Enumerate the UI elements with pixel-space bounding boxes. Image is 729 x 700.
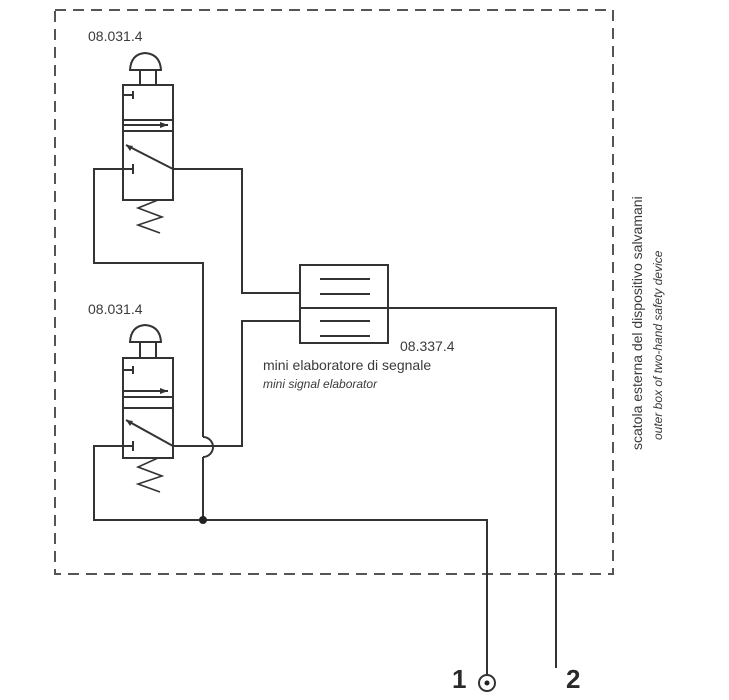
junction-dot xyxy=(199,516,207,524)
pneumatic-lines xyxy=(93,168,557,676)
spring-icon xyxy=(135,457,165,493)
valve-2 xyxy=(122,323,174,493)
valve-1-code: 08.031.4 xyxy=(88,28,143,44)
valve-1 xyxy=(122,51,174,234)
spring-icon xyxy=(135,199,165,234)
enclosure-box xyxy=(54,9,614,575)
valve-2-code: 08.031.4 xyxy=(88,301,143,317)
port-2-label: 2 xyxy=(566,664,581,694)
port-1-dot-icon xyxy=(484,680,490,686)
enclosure-label-it: scatola esterna del dispositivo salvaman… xyxy=(629,196,645,450)
push-button-icon xyxy=(128,51,163,71)
elaborator-code: 08.337.4 xyxy=(400,338,455,354)
elaborator-label-it: mini elaboratore di segnale xyxy=(263,357,432,373)
enclosure-label-en: outer box of two-hand safety device xyxy=(651,250,665,440)
port-1-label: 1 xyxy=(452,664,467,694)
elaborator-label-en: mini signal elaborator xyxy=(263,377,378,391)
push-button-icon xyxy=(128,323,163,343)
signal-elaborator xyxy=(299,264,389,344)
